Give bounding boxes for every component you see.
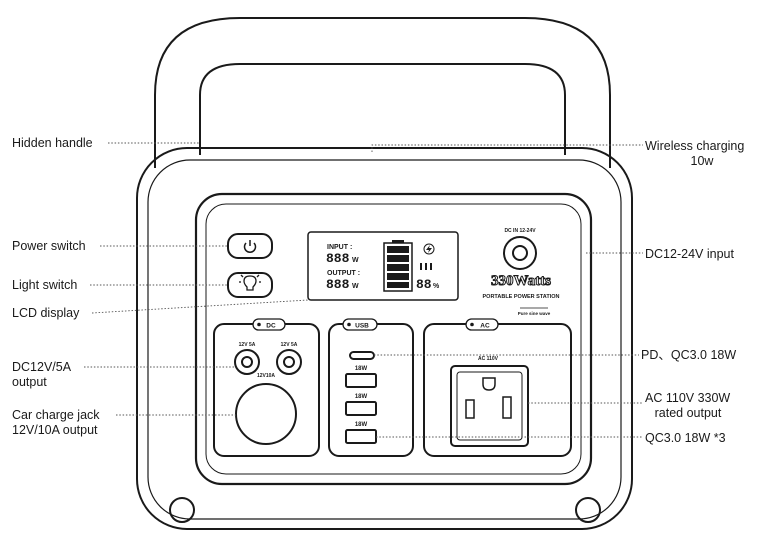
label-hidden-handle: Hidden handle: [12, 136, 93, 150]
lcd-percent-unit: %: [433, 283, 440, 290]
thermometer-icon: [420, 263, 432, 270]
dc-port-2-core: [283, 356, 295, 368]
usb-c-port[interactable]: [349, 351, 375, 360]
ac-ground-hole: [482, 377, 496, 391]
lcd-input-label: INPUT :: [327, 244, 352, 251]
ac-badge: AC: [465, 318, 499, 331]
dc-badge: DC: [252, 318, 286, 331]
usb-output-bay: [328, 323, 414, 457]
dc-port-1-core: [241, 356, 253, 368]
foot-left-icon: [169, 497, 195, 523]
label-wireless-1: Wireless charging: [645, 139, 745, 153]
dc-port-2[interactable]: [276, 349, 302, 375]
product-subtitle: PORTABLE POWER STATION: [483, 294, 560, 300]
label-qc-x3: QC3.0 18W *3: [645, 431, 726, 445]
usb-label-2: 18W: [355, 394, 368, 400]
car-port-label: 12V10A: [257, 373, 275, 379]
dc-input-port[interactable]: [503, 236, 537, 270]
label-dc-input: DC12-24V input: [645, 247, 734, 261]
label-dc-output-1: DC12V/5A: [12, 360, 72, 374]
handle-inner: [199, 63, 566, 155]
ac-slot-left: [465, 399, 475, 419]
ac-voltage-label: AC 110V: [478, 356, 499, 362]
usb-a-port-3[interactable]: [345, 429, 377, 444]
front-panel-inner: [205, 203, 582, 475]
dc-output-bay: [213, 323, 320, 457]
dc-badge-text: DC: [266, 323, 276, 330]
lcd-contents: INPUT : 888 W OUTPUT : 888 W 88 %: [326, 244, 440, 292]
lcd-output-unit: W: [352, 283, 359, 290]
bulb-icon: [239, 274, 261, 291]
usb-badge: USB: [342, 318, 378, 331]
label-car-jack-1: Car charge jack: [12, 408, 100, 422]
label-wireless-2: 10w: [690, 154, 714, 168]
usb-a-port-1[interactable]: [345, 373, 377, 388]
label-ac-2: rated output: [654, 406, 722, 420]
usb-label-3: 18W: [355, 422, 368, 428]
battery-icon: [383, 240, 413, 292]
car-charge-jack[interactable]: [235, 383, 297, 445]
lcd-output-label: OUTPUT :: [327, 270, 360, 277]
usb-label-1: 18W: [355, 366, 368, 372]
foot-right-icon: [575, 497, 601, 523]
lightning-icon: [423, 243, 435, 255]
body-outline: [136, 147, 633, 530]
ac-badge-text: AC: [480, 323, 490, 330]
ac-output-bay: [423, 323, 572, 457]
label-dc-output-2: output: [12, 375, 47, 389]
front-panel: [194, 192, 593, 486]
usb-a-port-2[interactable]: [345, 401, 377, 416]
lcd-input-value: 888: [326, 251, 350, 266]
ac-socket-inner: [456, 371, 523, 441]
dc-input-port-inner: [512, 245, 528, 261]
lcd-screen: [307, 231, 459, 301]
power-icon: [243, 240, 257, 254]
lcd-percent-value: 88: [416, 277, 432, 292]
label-ac-1: AC 110V 330W: [645, 391, 731, 405]
lcd-output-value: 888: [326, 277, 350, 292]
label-lcd-display: LCD display: [12, 306, 80, 320]
dc-port-1-label: 12V 5A: [239, 342, 256, 348]
label-pd-qc: PD、QC3.0 18W: [641, 348, 737, 362]
ac-socket[interactable]: [450, 365, 529, 447]
lcd-input-unit: W: [352, 257, 359, 264]
power-button[interactable]: [227, 233, 273, 259]
label-power-switch: Power switch: [12, 239, 86, 253]
label-car-jack-2: 12V/10A output: [12, 423, 98, 437]
pure-sine-label: Pure sine wave: [518, 311, 551, 316]
body-inner: [147, 159, 622, 520]
light-button[interactable]: [227, 272, 273, 298]
dc-port-2-label: 12V 5A: [281, 342, 298, 348]
dc-in-label: DC IN 12-24V: [504, 228, 536, 234]
usb-badge-text: USB: [355, 323, 369, 330]
leader-lines: [84, 142, 643, 438]
watts-title: 330Watts: [491, 273, 551, 289]
dc-port-1[interactable]: [234, 349, 260, 375]
label-light-switch: Light switch: [12, 278, 78, 292]
ac-slot-right: [502, 396, 512, 419]
handle-outline: [154, 17, 611, 168]
